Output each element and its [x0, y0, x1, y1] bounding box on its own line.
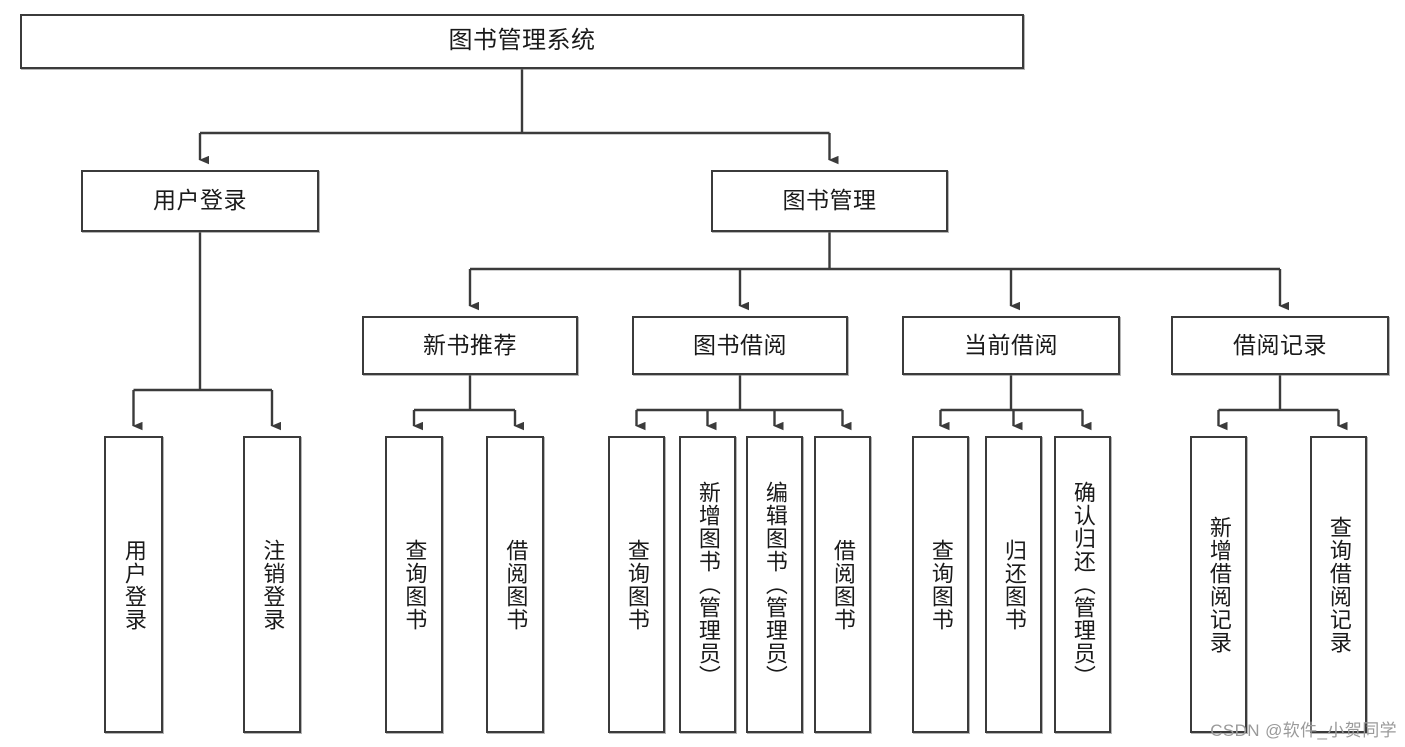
node-book-management[interactable]: 图书管理 — [711, 170, 948, 232]
node-label: 归还图书 — [1001, 538, 1027, 631]
node-label: 图书借阅 — [693, 331, 787, 358]
csdn-watermark: CSDN @软件_小贺同学 — [1210, 721, 1397, 740]
leaf-user-login[interactable]: 用户登录 — [104, 436, 163, 733]
leaf-query-book-recommend[interactable]: 查询图书 — [385, 436, 443, 733]
node-book-borrow[interactable]: 图书借阅 — [632, 316, 848, 375]
node-root-system[interactable]: 图书管理系统 — [20, 14, 1024, 69]
node-label: 注销登录 — [260, 538, 286, 631]
node-label: 新书推荐 — [423, 331, 517, 358]
leaf-logout[interactable]: 注销登录 — [243, 436, 301, 733]
node-label: 图书管理 — [782, 187, 877, 214]
node-label: 查询图书 — [928, 538, 954, 631]
leaf-borrow-book[interactable]: 借阅图书 — [814, 436, 871, 733]
node-current-borrow[interactable]: 当前借阅 — [902, 316, 1120, 375]
leaf-edit-book-admin[interactable]: 编辑图书（管理员） — [746, 436, 803, 733]
node-user-login[interactable]: 用户登录 — [81, 170, 319, 232]
node-label: 用户登录 — [153, 187, 247, 214]
leaf-query-book-current[interactable]: 查询图书 — [912, 436, 969, 733]
node-label: 图书管理系统 — [448, 27, 596, 55]
node-label: 确认归还（管理员） — [1070, 481, 1096, 688]
node-label: 新增借阅记录 — [1206, 515, 1232, 654]
leaf-confirm-return-admin[interactable]: 确认归还（管理员） — [1054, 436, 1111, 733]
leaf-query-book-borrow[interactable]: 查询图书 — [608, 436, 665, 733]
leaf-add-borrow-record[interactable]: 新增借阅记录 — [1190, 436, 1247, 733]
node-label: 借阅图书 — [503, 538, 529, 631]
node-label: 查询借阅记录 — [1326, 515, 1352, 654]
node-new-book-recommend[interactable]: 新书推荐 — [362, 316, 578, 375]
node-label: 编辑图书（管理员） — [762, 481, 788, 688]
node-label: 查询图书 — [402, 538, 428, 631]
node-label: 查询图书 — [624, 538, 650, 631]
node-label: 新增图书（管理员） — [695, 481, 721, 688]
leaf-add-book-admin[interactable]: 新增图书（管理员） — [679, 436, 736, 733]
node-label: 当前借阅 — [964, 331, 1058, 358]
node-label: 借阅记录 — [1233, 331, 1327, 358]
leaf-return-book[interactable]: 归还图书 — [985, 436, 1042, 733]
node-label: 用户登录 — [121, 538, 147, 631]
node-borrow-record[interactable]: 借阅记录 — [1171, 316, 1389, 375]
node-label: 借阅图书 — [830, 538, 856, 631]
leaf-query-borrow-record[interactable]: 查询借阅记录 — [1310, 436, 1367, 733]
leaf-borrow-book-recommend[interactable]: 借阅图书 — [486, 436, 544, 733]
